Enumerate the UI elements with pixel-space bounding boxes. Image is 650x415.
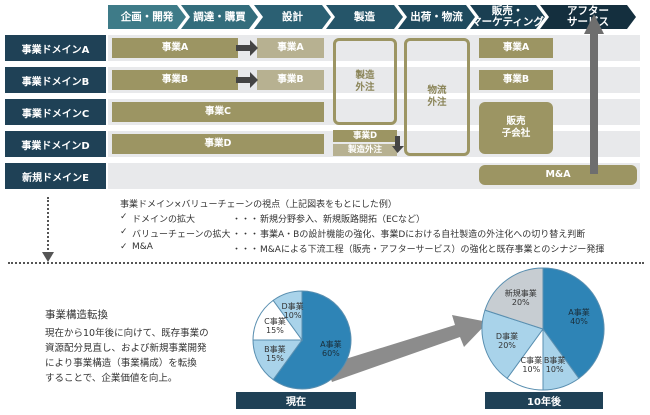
arrow-up-ma-icon	[584, 14, 604, 174]
viewpoint-term: ドメインの拡大	[132, 215, 196, 225]
pie-slice-label: D事業 10%	[281, 302, 304, 321]
transform-title: 事業構造転換	[45, 309, 108, 321]
value-chain-step: 設計	[254, 5, 331, 29]
pie-slice-label: B事業 15%	[264, 344, 286, 363]
box-a-planning: 事業A	[112, 38, 238, 58]
box-a-sales: 事業A	[479, 38, 553, 58]
viewpoint-dots: ・・・	[232, 245, 260, 255]
arrow-right-a-icon	[236, 40, 258, 56]
viewpoint-desc: 新規分野参入、新規販路開拓（ECなど）	[260, 215, 425, 225]
pie-slice	[272, 290, 352, 390]
box-b-design: 事業B	[257, 70, 324, 90]
pie-slice-label: A事業 60%	[320, 340, 342, 359]
dotted-connector	[47, 197, 49, 257]
arrow-down-icon	[42, 252, 54, 262]
pie-slice	[542, 267, 605, 380]
viewpoint-desc: 事業A・Bの設計機能の強化、事業Dにおける自社製造の外注化への切り替え判断	[260, 230, 586, 240]
box-a-design: 事業A	[257, 38, 324, 58]
transform-line: 資源配分見直し、および新規事業開発	[45, 343, 207, 354]
viewpoint-desc: M&Aによる下流工程（販売・アフターサービス）の強化と既存事業とのシナジー発揮	[260, 245, 605, 255]
value-chain-step: 出荷・物流	[398, 5, 475, 29]
box-b-planning: 事業B	[112, 70, 238, 90]
value-chain-step: アフター サービス	[540, 5, 636, 29]
arrow-right-b-icon	[236, 72, 258, 88]
caption-10years: 10年後	[485, 392, 603, 409]
outsourced-logistics: 物流 外注	[404, 38, 470, 156]
value-chain-step: 販売・ マーケティング	[471, 5, 544, 28]
pie-slice-label: C事業 10%	[520, 355, 543, 374]
viewpoint-term: M&A	[132, 242, 153, 252]
check-icon: ✓	[120, 212, 128, 222]
value-chain-step: 製造	[326, 5, 403, 29]
value-chain-step: 調達・購買	[181, 5, 258, 29]
domain-label: 事業ドメインB	[5, 67, 106, 93]
pie-slice-label: C事業 15%	[264, 317, 286, 336]
domain-label: 事業ドメインA	[5, 35, 106, 61]
viewpoint-term: バリューチェーンの拡大	[132, 230, 231, 240]
viewpoint-dots: ・・・	[232, 215, 260, 225]
domain-label: 事業ドメインC	[5, 99, 106, 125]
viewpoints-header: 事業ドメイン×バリューチェーンの視点（上記図表をもとにした例）	[120, 200, 397, 210]
caption-now: 現在	[236, 392, 356, 409]
pie-slice	[484, 267, 544, 330]
pie-slice	[481, 309, 544, 380]
box-d: 事業D	[112, 134, 324, 154]
box-c: 事業C	[112, 102, 324, 122]
transform-line: 現在から10年後に向けて、既存事業の	[45, 328, 209, 339]
check-icon: ✓	[120, 227, 128, 237]
divider	[8, 262, 644, 264]
domain-label: 新規ドメインE	[5, 163, 106, 189]
sales-subsidiary: 販売 子会社	[479, 102, 553, 154]
viewpoint-dots: ・・・	[232, 230, 260, 240]
transform-line: することで、企業価値を向上。	[45, 373, 178, 384]
pie-slice-label: 新規事業 20%	[504, 289, 537, 308]
pie-slice-label: B事業 10%	[543, 355, 566, 374]
pie-slice-label: A事業 40%	[568, 308, 590, 327]
arrow-down-d-icon	[392, 136, 404, 153]
value-chain-step: 企画・開発	[108, 5, 186, 29]
box-b-sales: 事業B	[479, 70, 553, 90]
transform-line: により事業構造（事業構成）を転換	[45, 358, 197, 369]
outsourced-manufacturing: 製造 外注	[333, 38, 397, 125]
box-d-outsourced: 製造外注	[333, 144, 397, 156]
domain-label: 事業ドメインD	[5, 131, 106, 157]
pie-slice-label: D事業 20%	[495, 331, 519, 350]
pie-slice	[272, 290, 303, 342]
box-d-mfg: 事業D	[333, 130, 397, 142]
check-icon: ✓	[120, 242, 128, 252]
growth-arrow-icon	[326, 315, 488, 382]
